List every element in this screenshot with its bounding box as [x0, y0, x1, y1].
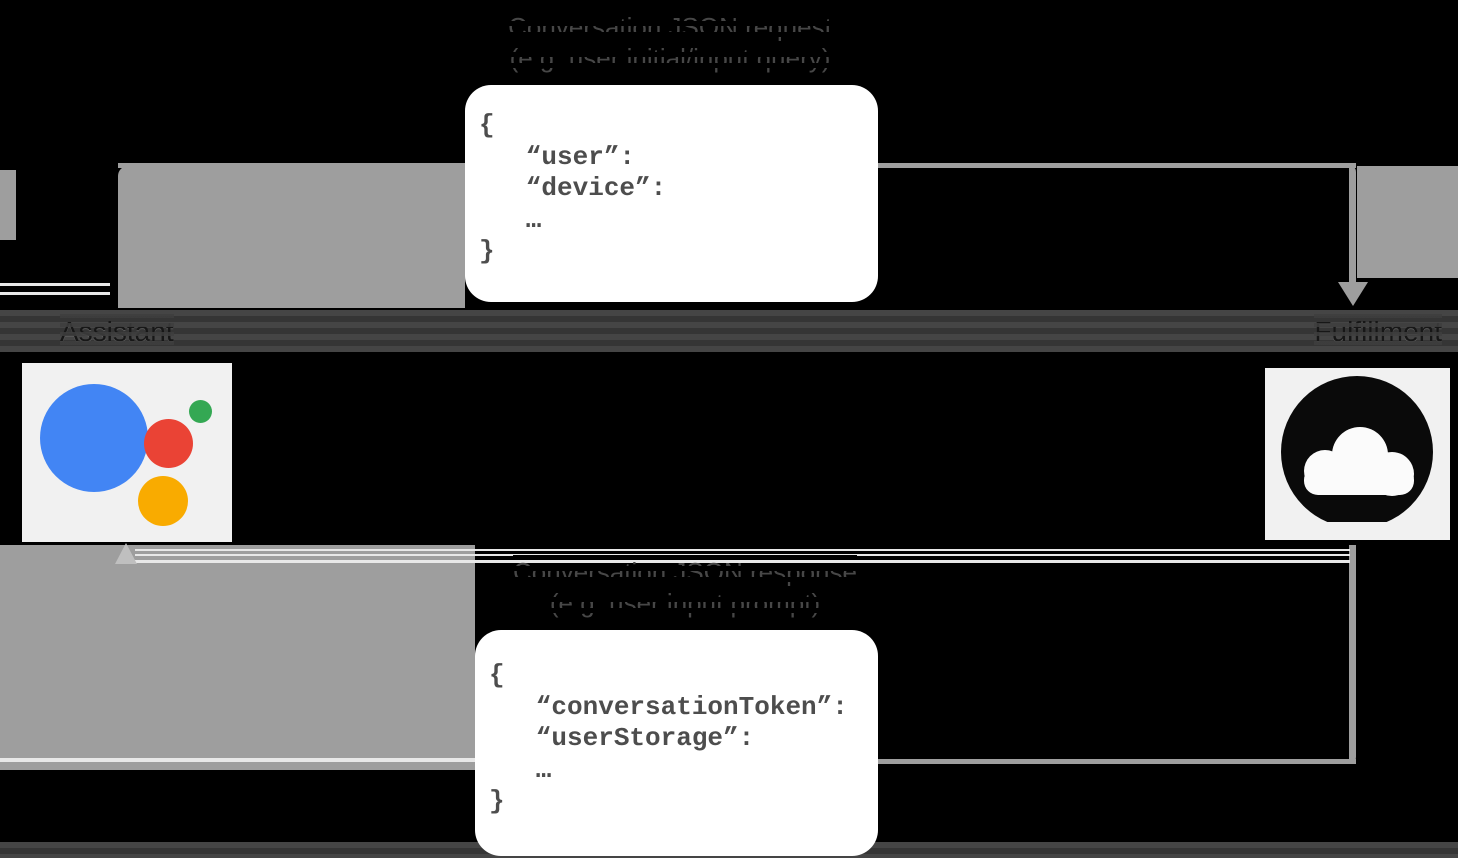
- request-title: Conversation JSON request: [508, 10, 832, 45]
- response-json-code: { “conversationToken”: “userStorage”: … …: [489, 660, 848, 816]
- cloud-icon: [1273, 376, 1441, 540]
- response-arrow-line: [475, 759, 1356, 764]
- response-label-group: Conversation JSON response (e.g. user in…: [0, 555, 1370, 621]
- glitch-scanline: [0, 283, 110, 286]
- arrowhead-down-icon: [1338, 282, 1368, 306]
- response-title: Conversation JSON response: [513, 555, 857, 590]
- arrowhead-up-icon: [115, 543, 137, 564]
- glitch-gray-block-left: [118, 166, 465, 308]
- glitch-gray-sliver-left: [0, 170, 16, 240]
- glitch-gray-block-right: [1357, 166, 1458, 278]
- assistant-blue-circle: [40, 384, 148, 492]
- request-label-group: Conversation JSON request (e.g. user ini…: [0, 10, 1340, 76]
- glitch-scanline: [135, 549, 1350, 551]
- request-subtitle: (e.g. user initial/input query): [509, 41, 831, 76]
- response-json-box: { “conversationToken”: “userStorage”: … …: [475, 630, 878, 856]
- glitch-scanline: [0, 292, 110, 295]
- node-label-band: Assistant Fulfillment: [0, 310, 1458, 352]
- request-arrow-downline: [1349, 165, 1356, 284]
- glitch-gray-block-bottomleft: [0, 545, 475, 770]
- response-subtitle: (e.g. user input prompt): [549, 586, 821, 621]
- request-json-code: { “user”: “device”: … }: [479, 110, 667, 266]
- response-arrow-line-white-segment: [0, 758, 475, 762]
- assistant-green-circle: [189, 400, 212, 423]
- assistant-node-box: [22, 363, 232, 542]
- fulfillment-node-box: [1265, 368, 1450, 540]
- assistant-label: Assistant: [60, 314, 174, 350]
- assistant-yellow-circle: [138, 476, 188, 526]
- request-json-box: { “user”: “device”: … }: [465, 85, 878, 302]
- fulfillment-label: Fulfillment: [1314, 314, 1442, 350]
- assistant-red-circle: [144, 419, 193, 468]
- response-arrow-downline: [1349, 545, 1356, 764]
